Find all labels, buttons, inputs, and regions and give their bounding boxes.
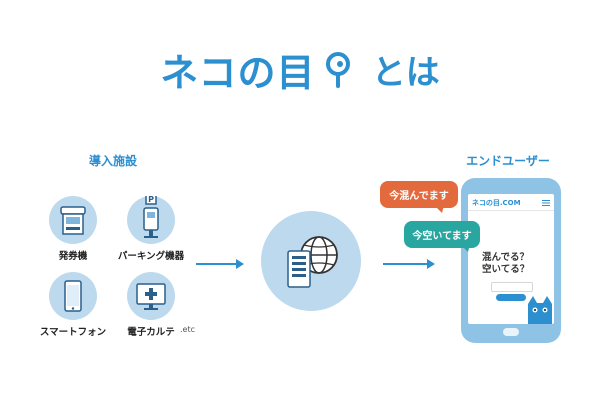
crowded-bubble: 今混んでます (380, 181, 458, 208)
cat-mascot-icon (528, 296, 552, 324)
bubble-tail-icon (460, 244, 470, 252)
arrow-head-icon (236, 259, 244, 269)
facilities-heading: 導入施設 (88, 154, 137, 168)
smartphone-illustration: ネコの目.COM 混んでる？ 空いてる？ (461, 178, 561, 343)
medical-monitor-icon (127, 272, 175, 320)
vacant-bubble: 今空いてます (404, 221, 480, 248)
title-suffix: とは (371, 53, 440, 93)
facility-parking: P パーキング機器 (116, 193, 186, 262)
facility-label: 電子カルテ (127, 327, 175, 338)
screen-divider (468, 210, 554, 211)
bubble-tail-icon (434, 205, 444, 213)
parking-meter-icon: P (127, 193, 175, 244)
arrow-left-to-center (196, 263, 236, 265)
svg-text:P: P (148, 196, 154, 204)
screen-submit-button[interactable] (496, 294, 526, 301)
facility-medical-record: 電子カルテ (116, 272, 186, 338)
facility-label: スマートフォン (39, 327, 107, 338)
menu-icon (542, 200, 550, 206)
end-user-heading: エンドユーザー (466, 154, 550, 168)
screen-input-field[interactable] (491, 282, 533, 292)
eye-logo-icon (325, 51, 350, 88)
server-globe-icon (261, 211, 361, 311)
facility-label: 発券機 (58, 251, 88, 262)
phone-screen: ネコの目.COM 混んでる？ 空いてる？ (468, 194, 554, 324)
ticket-machine-icon (49, 196, 97, 244)
screen-logo: ネコの目.COM (472, 199, 521, 207)
smartphone-icon (49, 272, 97, 320)
screen-question: 混んでる？ 空いてる？ (482, 252, 530, 275)
phone-home-button (503, 328, 519, 336)
arrow-center-to-right (383, 263, 427, 265)
facility-smartphone: スマートフォン (38, 272, 108, 338)
nekonome-logo: ネコの目 (160, 51, 316, 95)
facility-ticket-machine: 発券機 (38, 196, 108, 262)
etc-note: .etc (180, 325, 195, 334)
arrow-head-icon (427, 259, 435, 269)
page-title: ネコの目 とは (0, 42, 600, 97)
facility-label: パーキング機器 (117, 251, 185, 262)
